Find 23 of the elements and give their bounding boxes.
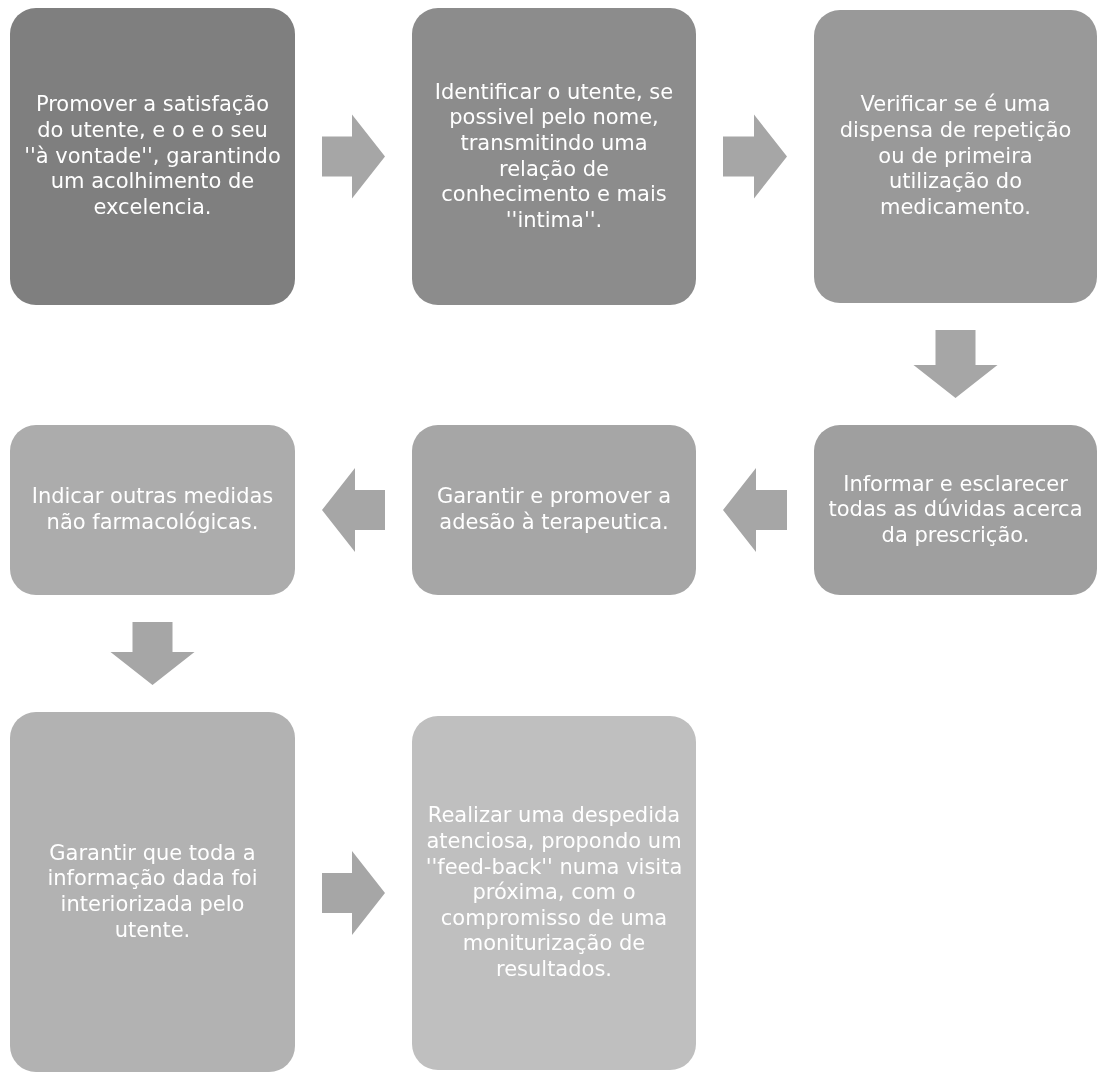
block-arrow xyxy=(322,114,385,199)
process-box xyxy=(412,716,696,1070)
block-arrow xyxy=(322,851,385,935)
step-text: Informar e esclarecer todas as dúvidas acerca da prescrição. xyxy=(827,471,1084,549)
process-box xyxy=(10,425,295,595)
process-box xyxy=(814,10,1097,303)
block-arrow xyxy=(723,114,787,199)
step-text: Realizar uma despedida atenciosa, propondo um ''feed-back'' numa visita próxima, com o compromisso de uma moniturização de resultados. xyxy=(424,803,684,983)
step-text: Verificar se é uma dispensa de repetição ou de primeira utilização do medicamento. xyxy=(838,92,1073,221)
step-text: Garantir que toda a informação dada foi interiorizada pelo utente. xyxy=(46,840,259,944)
process-box xyxy=(412,8,696,305)
block-arrow xyxy=(723,468,787,552)
process-box xyxy=(412,425,696,595)
process-box xyxy=(814,425,1097,595)
process-box xyxy=(10,712,295,1072)
block-arrow xyxy=(110,622,195,685)
process-box xyxy=(10,8,295,305)
step-text: Indicar outras medidas não farmacológicas. xyxy=(30,484,275,536)
step-text: Garantir e promover a adesão à terapeutica. xyxy=(435,484,673,536)
step-text: Identificar o utente, se possivel pelo nome, transmitindo uma relação de conhecimento e mais ''intima''. xyxy=(433,79,675,234)
block-arrow xyxy=(322,468,385,552)
step-text: Promover a satisfação do utente, e o e o seu ''à vontade'', garantindo um acolhimento de excelencia. xyxy=(23,92,282,221)
block-arrow xyxy=(913,330,998,398)
